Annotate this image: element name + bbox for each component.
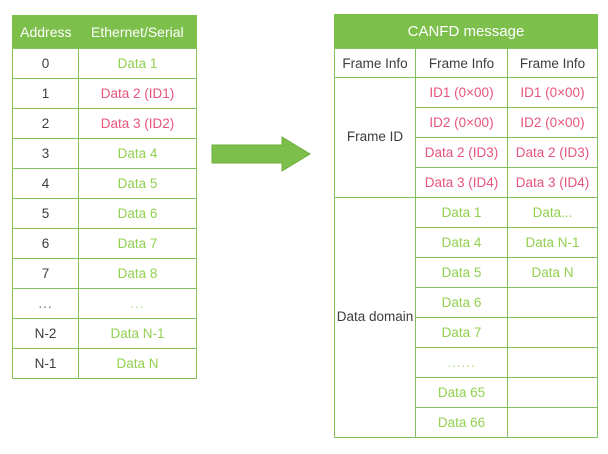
address-cell: ... (12, 288, 79, 319)
table-row: 3 Data 4 (12, 138, 197, 169)
data-domain-row: Data 5 Data N (335, 257, 598, 288)
data-domain-row: Data 6 (335, 287, 598, 318)
data-cell: Data 1 (78, 48, 197, 79)
frame-id-row: Data 3 (ID4) Data 3 (ID4) (335, 167, 598, 198)
address-cell: 6 (12, 228, 79, 259)
data-cell: Data 5 (415, 257, 508, 288)
data-cell: Data 2 (ID1) (78, 78, 197, 109)
data-domain-row: Data domain Data 1 Data... (334, 197, 598, 438)
data-cell: Data... (507, 197, 598, 228)
left-table-header: Address Ethernet/Serial (12, 15, 197, 49)
table-row: 0 Data 1 (12, 48, 197, 79)
address-cell: N-1 (12, 348, 79, 379)
table-row: N-2 Data N-1 (12, 318, 197, 349)
frame-id-cell: Data 2 (ID3) (507, 137, 598, 168)
frame-info-cell: Frame Info (415, 48, 508, 78)
frame-id-cell: Data 2 (ID3) (415, 137, 508, 168)
data-domain-label: Data domain (334, 197, 416, 438)
data-cell: Data N-1 (78, 318, 197, 349)
data-cell: Data 1 (415, 197, 508, 228)
address-cell: N-2 (12, 318, 79, 349)
canfd-message-table: CANFD message Frame Info Frame Info Fram… (334, 14, 598, 438)
frame-info-cell: Frame Info (334, 48, 416, 78)
data-cell-empty (507, 287, 598, 318)
address-column-header: Address (20, 24, 72, 40)
frame-id-row: Data 2 (ID3) Data 2 (ID3) (335, 137, 598, 168)
address-cell: 2 (12, 108, 79, 139)
data-cell: Data 7 (78, 228, 197, 259)
frame-info-row: Frame Info Frame Info Frame Info (334, 48, 598, 78)
data-cell: Data 4 (415, 227, 508, 258)
frame-id-cell: ID2 (0×00) (507, 107, 598, 138)
mapping-arrow-icon (211, 136, 311, 172)
frame-info-cell: Frame Info (507, 48, 598, 78)
data-cell: Data 4 (78, 138, 197, 169)
data-cell: Data 66 (415, 407, 508, 438)
frame-id-row: Frame ID ID1 (0×00) ID1 (0×00) (334, 77, 598, 198)
address-cell: 1 (12, 78, 79, 109)
data-cell: Data 3 (ID2) (78, 108, 197, 139)
frame-id-cell: ID2 (0×00) (415, 107, 508, 138)
frame-id-cell: Data 3 (ID4) (507, 167, 598, 198)
ethernet-serial-table: Address Ethernet/Serial 0 Data 1 1 Data … (12, 15, 197, 379)
data-cell: Data 6 (415, 287, 508, 318)
table-row: 6 Data 7 (12, 228, 197, 259)
data-cell-empty (507, 407, 598, 438)
table-row: 1 Data 2 (ID1) (12, 78, 197, 109)
address-cell: 4 (12, 168, 79, 199)
table-row: N-1 Data N (12, 348, 197, 379)
table-row-ellipsis: ... ... (12, 288, 197, 319)
canfd-table-title: CANFD message (334, 14, 598, 49)
data-cell: Data N-1 (507, 227, 598, 258)
address-cell: 7 (12, 258, 79, 289)
table-row: 2 Data 3 (ID2) (12, 108, 197, 139)
frame-id-cell: ID1 (0×00) (415, 77, 508, 108)
data-cell: Data 65 (415, 377, 508, 408)
table-row: 4 Data 5 (12, 168, 197, 199)
frame-id-cell: Data 3 (ID4) (415, 167, 508, 198)
table-row: 5 Data 6 (12, 198, 197, 229)
data-cell-empty (507, 317, 598, 348)
data-cell: Data 6 (78, 198, 197, 229)
address-cell: 3 (12, 138, 79, 169)
data-cell-empty (507, 347, 598, 378)
data-domain-row: Data 4 Data N-1 (335, 227, 598, 258)
data-cell: Data N (507, 257, 598, 288)
frame-id-cell: ID1 (0×00) (507, 77, 598, 108)
frame-id-row: ID2 (0×00) ID2 (0×00) (335, 107, 598, 138)
frame-id-label: Frame ID (334, 77, 416, 198)
data-cell: Data N (78, 348, 197, 379)
table-row: 7 Data 8 (12, 258, 197, 289)
data-cell: ... (78, 288, 197, 319)
data-cell-empty (507, 377, 598, 408)
data-cell: ...... (415, 347, 508, 378)
data-cell: Data 8 (78, 258, 197, 289)
data-domain-row: Data 7 (335, 317, 598, 348)
data-cell: Data 5 (78, 168, 197, 199)
data-domain-row: Data 66 (335, 407, 598, 438)
canfd-table-title-row: CANFD message (334, 14, 598, 49)
ethernet-serial-column-header: Ethernet/Serial (91, 24, 184, 40)
data-cell: Data 7 (415, 317, 508, 348)
address-cell: 0 (12, 48, 79, 79)
address-cell: 5 (12, 198, 79, 229)
